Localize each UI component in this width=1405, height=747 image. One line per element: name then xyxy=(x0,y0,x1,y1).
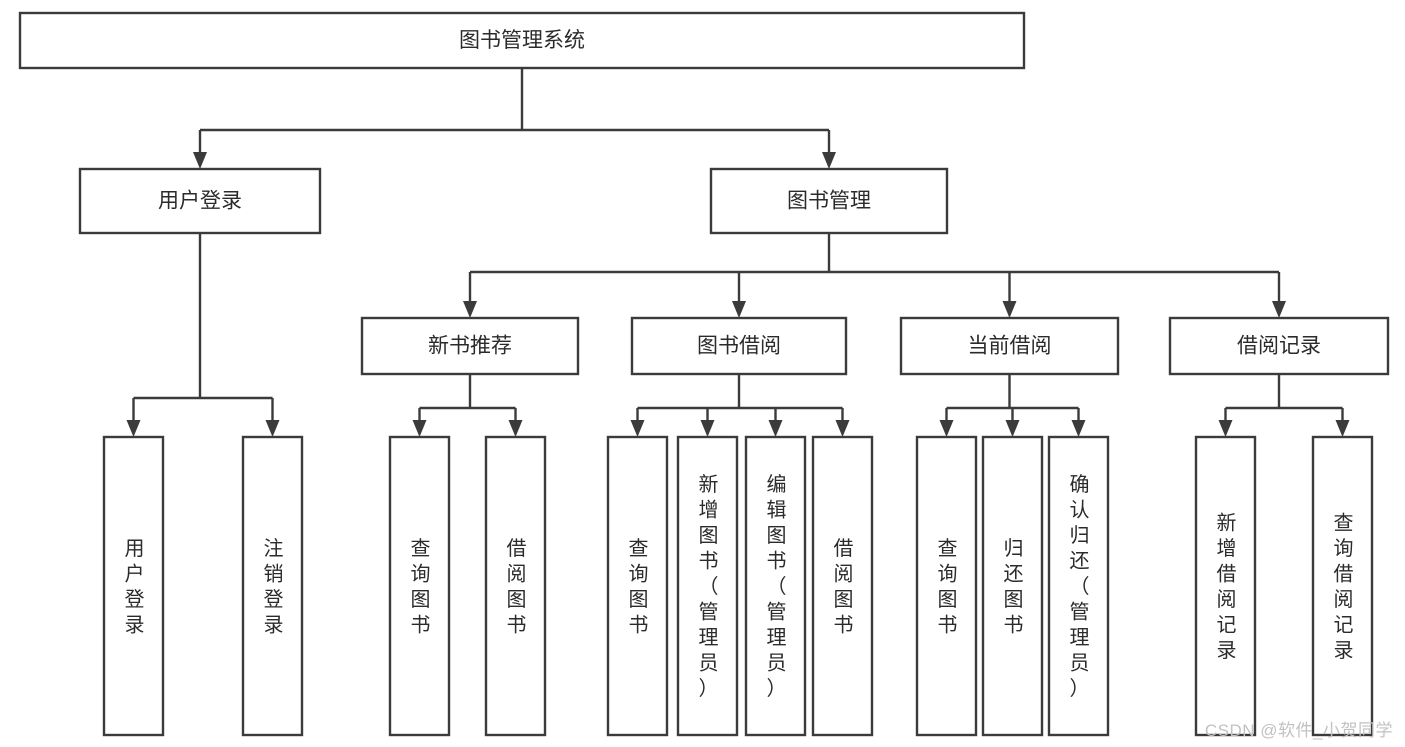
arrow-head-icon xyxy=(1272,301,1286,318)
node-label-book-borrow: 图书借阅 xyxy=(697,335,781,358)
node-leaf-query-borrow-record[interactable]: 查询借阅记录 xyxy=(1311,435,1374,737)
node-box-leaf-query-book-3[interactable] xyxy=(915,435,978,737)
arrow-head-icon xyxy=(193,152,207,169)
node-label-leaf-borrow-book-1: 借阅图书 xyxy=(507,537,527,637)
node-leaf-user-login[interactable]: 用户登录 xyxy=(102,435,165,737)
node-label-borrow-record: 借阅记录 xyxy=(1237,335,1321,358)
node-label-user-login: 用户登录 xyxy=(158,190,242,213)
node-box-leaf-borrow-book-2[interactable] xyxy=(811,435,874,737)
node-label-leaf-query-book-3: 查询图书 xyxy=(938,537,958,637)
node-box-leaf-borrow-book-1[interactable] xyxy=(484,435,547,737)
node-leaf-borrow-book-1[interactable]: 借阅图书 xyxy=(484,435,547,737)
node-current-borrow[interactable]: 当前借阅 xyxy=(899,316,1120,376)
node-leaf-confirm-return[interactable]: 确认归还（管理员） xyxy=(1047,435,1110,737)
node-box-leaf-return-book[interactable] xyxy=(981,435,1044,737)
arrow-head-icon xyxy=(1002,301,1017,318)
node-label-leaf-user-login: 用户登录 xyxy=(125,538,145,637)
connector-group-user-login xyxy=(126,233,280,437)
node-box-user-login[interactable] xyxy=(78,167,322,235)
node-label-leaf-add-book: 新增图书（管理员） xyxy=(699,473,719,700)
node-leaf-borrow-book-2[interactable]: 借阅图书 xyxy=(811,435,874,737)
node-label-leaf-edit-book: 编辑图书（管理员） xyxy=(767,473,787,700)
node-label-leaf-return-book: 归还图书 xyxy=(1004,537,1024,637)
node-root[interactable]: 图书管理系统 xyxy=(18,11,1026,70)
node-layer: 图书管理系统用户登录图书管理新书推荐图书借阅当前借阅借阅记录用户登录注销登录查询… xyxy=(18,11,1390,737)
node-box-book-borrow[interactable] xyxy=(630,316,848,376)
node-leaf-add-borrow-record[interactable]: 新增借阅记录 xyxy=(1194,435,1257,737)
node-book-manage[interactable]: 图书管理 xyxy=(709,167,949,235)
arrow-head-icon xyxy=(768,420,783,437)
connector-layer xyxy=(126,68,1350,437)
node-box-leaf-add-borrow-record[interactable] xyxy=(1194,435,1257,737)
node-label-leaf-borrow-book-2: 借阅图书 xyxy=(834,537,854,637)
connector-group-book-borrow xyxy=(630,374,850,437)
arrow-head-icon xyxy=(822,152,836,169)
node-label-leaf-add-borrow-record: 新增借阅记录 xyxy=(1217,512,1237,663)
node-label-leaf-query-book-1: 查询图书 xyxy=(411,537,431,637)
node-box-current-borrow[interactable] xyxy=(899,316,1120,376)
node-label-new-book-recommend: 新书推荐 xyxy=(428,335,512,358)
node-label-root: 图书管理系统 xyxy=(459,29,585,52)
arrow-head-icon xyxy=(1005,420,1020,437)
arrow-head-icon xyxy=(1335,420,1350,437)
node-label-leaf-confirm-return: 确认归还（管理员） xyxy=(1070,473,1090,700)
arrow-head-icon xyxy=(508,420,523,437)
arrow-head-icon xyxy=(700,420,715,437)
node-label-leaf-query-borrow-record: 查询借阅记录 xyxy=(1334,512,1354,663)
connector-group-borrow-record xyxy=(1218,374,1350,437)
arrow-head-icon xyxy=(732,301,746,318)
arrow-head-icon xyxy=(412,420,427,437)
connector-group-current-borrow xyxy=(939,374,1086,437)
node-leaf-return-book[interactable]: 归还图书 xyxy=(981,435,1044,737)
arrow-head-icon xyxy=(835,420,850,437)
watermark-label: CSDN @软件_小贺同学 xyxy=(1204,721,1393,740)
node-box-leaf-add-book[interactable] xyxy=(676,435,739,737)
node-label-book-manage: 图书管理 xyxy=(787,190,871,213)
node-box-leaf-query-borrow-record[interactable] xyxy=(1311,435,1374,737)
arrow-head-icon xyxy=(630,420,645,437)
node-box-leaf-edit-book[interactable] xyxy=(744,435,807,737)
node-box-leaf-confirm-return[interactable] xyxy=(1047,435,1110,737)
node-box-new-book-recommend[interactable] xyxy=(360,316,580,376)
arrow-head-icon xyxy=(463,301,477,318)
arrow-head-icon xyxy=(126,420,141,437)
node-leaf-query-book-2[interactable]: 查询图书 xyxy=(606,435,669,737)
node-leaf-query-book-3[interactable]: 查询图书 xyxy=(915,435,978,737)
node-label-current-borrow: 当前借阅 xyxy=(968,335,1052,358)
node-box-borrow-record[interactable] xyxy=(1168,316,1390,376)
node-box-leaf-logout[interactable] xyxy=(241,435,304,737)
arrow-head-icon xyxy=(265,420,280,437)
node-book-borrow[interactable]: 图书借阅 xyxy=(630,316,848,376)
connector-group-new-book-recommend xyxy=(412,374,523,437)
node-label-leaf-logout: 注销登录 xyxy=(264,537,284,637)
node-leaf-query-book-1[interactable]: 查询图书 xyxy=(388,435,451,737)
node-box-leaf-query-book-2[interactable] xyxy=(606,435,669,737)
node-new-book-recommend[interactable]: 新书推荐 xyxy=(360,316,580,376)
node-box-book-manage[interactable] xyxy=(709,167,949,235)
node-leaf-logout[interactable]: 注销登录 xyxy=(241,435,304,737)
node-user-login[interactable]: 用户登录 xyxy=(78,167,322,235)
node-label-leaf-query-book-2: 查询图书 xyxy=(629,537,649,637)
arrow-head-icon xyxy=(1218,420,1233,437)
node-box-root[interactable] xyxy=(18,11,1026,70)
connector-group-root xyxy=(193,68,836,169)
arrow-head-icon xyxy=(1071,420,1086,437)
connector-group-book-manage xyxy=(463,233,1286,318)
arrow-head-icon xyxy=(939,420,954,437)
node-leaf-add-book[interactable]: 新增图书（管理员） xyxy=(676,435,739,737)
node-box-leaf-query-book-1[interactable] xyxy=(388,435,451,737)
node-borrow-record[interactable]: 借阅记录 xyxy=(1168,316,1390,376)
node-box-leaf-user-login[interactable] xyxy=(102,435,165,737)
node-leaf-edit-book[interactable]: 编辑图书（管理员） xyxy=(744,435,807,737)
